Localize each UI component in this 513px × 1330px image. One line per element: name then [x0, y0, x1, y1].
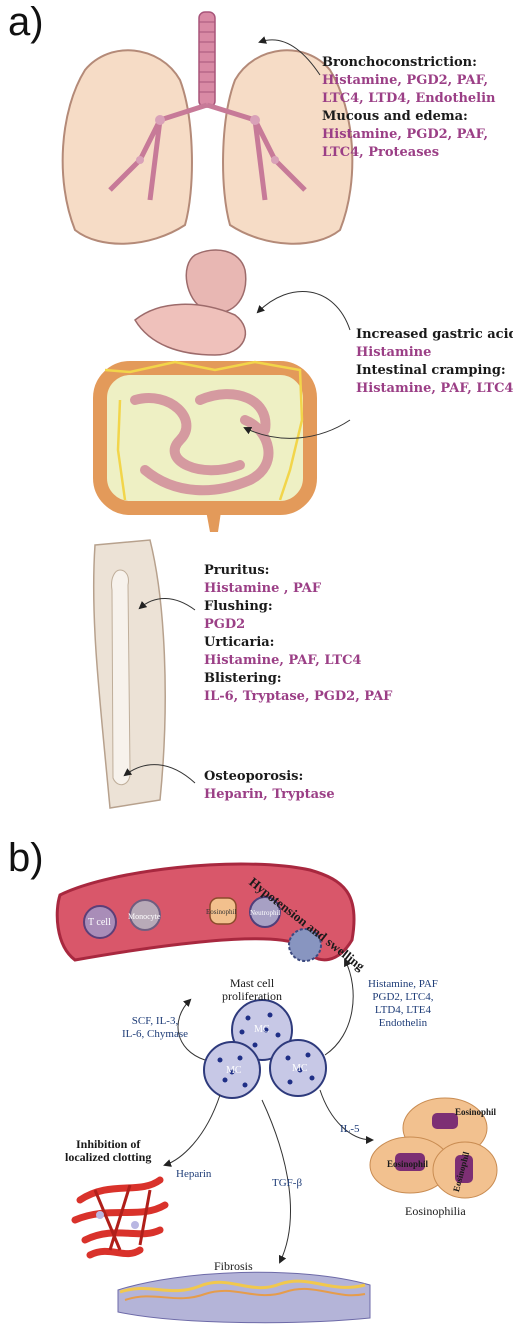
flushing-heading: Flushing:: [204, 598, 392, 616]
growth-factors-line2: IL-6, Chymase: [122, 1028, 188, 1041]
mast-cell-tag-top: MC: [254, 1023, 270, 1036]
lungs-illustration: [63, 12, 353, 244]
intestinal-cramping-heading: Intestinal cramping:: [356, 362, 513, 380]
lungs-annotation: Bronchoconstriction: Histamine, PGD2, PA…: [322, 54, 496, 162]
mast-cell-proliferation-label: Mast cell proliferation: [222, 977, 282, 1003]
urticaria-heading: Urticaria:: [204, 634, 392, 652]
osteoporosis-heading: Osteoporosis:: [204, 768, 335, 786]
tcell-label: T cell: [88, 916, 111, 929]
clotting-inhibition-line2: localized clotting: [65, 1151, 151, 1164]
panel-label-a: a): [8, 0, 44, 45]
il5-label: IL-5: [340, 1123, 360, 1136]
eosinophil-cell-label-1: Eosinophil: [455, 1106, 496, 1119]
bronchoconstriction-heading: Bronchoconstriction:: [322, 54, 496, 72]
mast-cells: [204, 1000, 326, 1098]
mucous-edema-heading: Mucous and edema:: [322, 108, 496, 126]
growth-factors-line1: SCF, IL-3,: [122, 1015, 188, 1028]
skin-bone-illustration: [94, 540, 166, 808]
clotting-inhibition-label: Inhibition of localized clotting: [65, 1138, 151, 1164]
blistering-mediators: IL-6, Tryptase, PGD2, PAF: [204, 688, 392, 706]
clot-mesh: [75, 1180, 165, 1255]
osteoporosis-annotation: Osteoporosis: Heparin, Tryptase: [204, 768, 335, 804]
heparin-label: Heparin: [176, 1168, 211, 1181]
panel-label-b: b): [8, 836, 44, 881]
mucous-edema-mediators-2: LTC4, Proteases: [322, 144, 496, 162]
fibrosis-label: Fibrosis: [214, 1260, 253, 1273]
mediators-line2: PGD2, LTC4,: [368, 991, 438, 1004]
vasoactive-mediators-label: Histamine, PAF PGD2, LTC4, LTD4, LTE4 En…: [368, 978, 438, 1030]
gut-annotation: Increased gastric acid: Histamine Intest…: [356, 326, 513, 398]
eosinophil-cell-label-2: Eosinophil: [387, 1158, 428, 1171]
eosinophil-vessel-label: Eosinophil: [206, 906, 236, 919]
mediators-line3: LTD4, LTE4: [368, 1004, 438, 1017]
mucous-edema-mediators-1: Histamine, PGD2, PAF,: [322, 126, 496, 144]
blistering-heading: Blistering:: [204, 670, 392, 688]
gut-illustration: [100, 250, 310, 532]
mast-cell-proliferation-line2: proliferation: [222, 990, 282, 1003]
neutrophil-label: Neutrophil: [250, 907, 280, 920]
pruritus-heading: Pruritus:: [204, 562, 392, 580]
growth-factors-label: SCF, IL-3, IL-6, Chymase: [122, 1015, 188, 1041]
pruritus-mediators: Histamine , PAF: [204, 580, 392, 598]
mast-cell-tag-right: MC: [292, 1062, 308, 1075]
mast-cell-tag-left: MC: [226, 1064, 242, 1077]
intestinal-cramping-mediators: Histamine, PAF, LTC4: [356, 380, 513, 398]
eosinophilia-label: Eosinophilia: [405, 1205, 466, 1218]
gastric-acid-mediators: Histamine: [356, 344, 513, 362]
monocyte-label: Monocyte: [128, 910, 160, 923]
fibrosis-tissue: [118, 1272, 370, 1322]
bronchoconstriction-mediators-2: LTC4, LTD4, Endothelin: [322, 90, 496, 108]
skin-annotation: Pruritus: Histamine , PAF Flushing: PGD2…: [204, 562, 392, 706]
bronchoconstriction-mediators-1: Histamine, PGD2, PAF,: [322, 72, 496, 90]
urticaria-mediators: Histamine, PAF, LTC4: [204, 652, 392, 670]
gastric-acid-heading: Increased gastric acid:: [356, 326, 513, 344]
flushing-mediators: PGD2: [204, 616, 392, 634]
mediators-line1: Histamine, PAF: [368, 978, 438, 991]
mediators-line4: Endothelin: [368, 1017, 438, 1030]
tgf-beta-label: TGF-β: [272, 1177, 302, 1190]
osteoporosis-mediators: Heparin, Tryptase: [204, 786, 335, 804]
